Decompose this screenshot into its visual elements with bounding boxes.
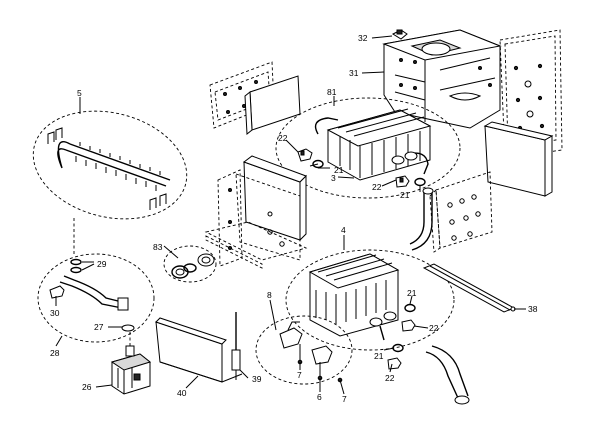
label-38: 38 — [528, 304, 538, 314]
burner-manifold-group — [32, 110, 188, 220]
seal-set-83 — [163, 245, 217, 283]
heat-exchanger-upper-group — [275, 97, 461, 199]
label-21-right: 21 — [407, 288, 417, 298]
rear-panel-outline — [499, 29, 563, 159]
label-30: 30 — [50, 308, 60, 318]
label-7-b: 7 — [342, 394, 347, 404]
pipe-right-upper — [409, 187, 434, 251]
insulation-panel-right — [483, 121, 554, 197]
cover-plate — [155, 317, 243, 383]
gas-pipe-group — [37, 253, 155, 343]
label-22-mid: 22 — [372, 182, 382, 192]
label-31: 31 — [349, 68, 359, 78]
label-22-right: 22 — [429, 323, 439, 333]
label-21-top-a: 21 — [334, 165, 344, 175]
electrode-group-8 — [255, 315, 353, 385]
flue-strip — [422, 263, 516, 313]
label-22-top: 22 — [278, 133, 288, 143]
gas-valve — [110, 345, 152, 395]
base-plate-outline — [204, 221, 308, 269]
label-8: 8 — [267, 290, 272, 300]
fan-housing-assembly — [382, 29, 502, 129]
label-29: 29 — [97, 259, 107, 269]
clip-22-top — [297, 148, 313, 162]
part-labels: 32 31 81 5 22 3 21 22 21 4 83 29 30 27 2… — [50, 33, 538, 404]
label-40: 40 — [177, 388, 187, 398]
label-39: 39 — [252, 374, 262, 384]
heat-exchanger-main-group — [285, 249, 455, 351]
top-left-insulation-panels — [209, 61, 301, 135]
insulation-panel-middle — [242, 155, 307, 242]
clip-22-mid — [395, 175, 410, 188]
label-6: 6 — [317, 392, 322, 402]
label-26: 26 — [82, 382, 92, 392]
label-32: 32 — [358, 33, 368, 43]
label-28: 28 — [50, 348, 60, 358]
sensor-probe — [231, 312, 241, 380]
label-21-bottom: 21 — [374, 351, 384, 361]
side-panel-with-holes — [429, 171, 493, 253]
leader-lines — [55, 35, 526, 395]
label-3: 3 — [331, 173, 336, 183]
label-27: 27 — [94, 322, 104, 332]
return-pipe-lower — [425, 345, 470, 405]
label-5: 5 — [77, 88, 82, 98]
label-22-bottom: 22 — [385, 373, 395, 383]
label-81: 81 — [327, 87, 337, 97]
label-4: 4 — [341, 225, 346, 235]
label-7-a: 7 — [297, 370, 302, 380]
label-21-top-b: 21 — [400, 190, 410, 200]
label-83: 83 — [153, 242, 163, 252]
